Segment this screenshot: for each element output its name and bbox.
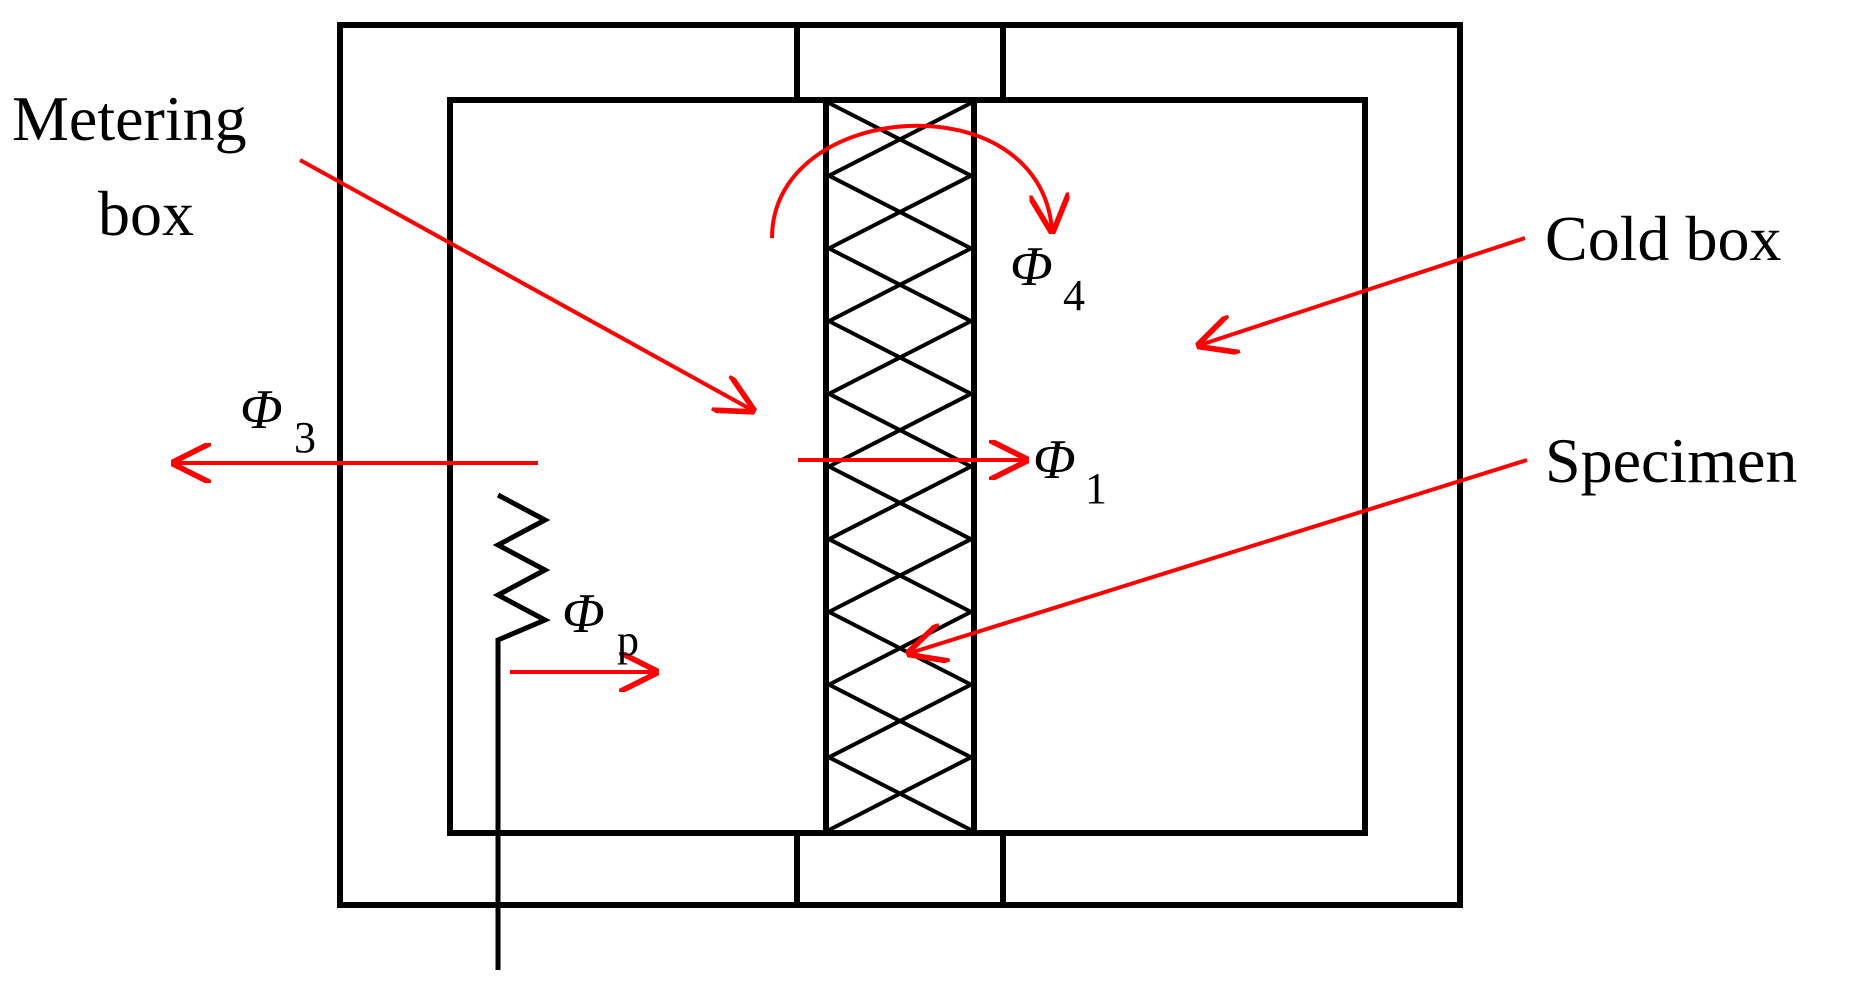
flux-arrows xyxy=(175,123,1528,672)
phi4-curved-arrow xyxy=(770,123,1052,239)
cold-box-label: Cold box xyxy=(1545,203,1781,274)
specimen-label: Specimen xyxy=(1545,425,1797,496)
phi3-subscript: 3 xyxy=(294,413,316,462)
phip-symbol: Φ xyxy=(562,583,605,645)
metering-box-pointer-arrow xyxy=(299,158,752,410)
specimen-hatch xyxy=(828,101,972,832)
phi1-subscript: 1 xyxy=(1085,464,1107,513)
specimen-pointer-arrow xyxy=(910,458,1528,653)
metering-box-label-line2: box xyxy=(98,178,194,249)
phi4-subscript: 4 xyxy=(1063,271,1085,320)
metering-box-label-line1: Metering xyxy=(12,83,247,154)
phi4-label: Φ 4 xyxy=(1010,236,1085,320)
phi1-label: Φ 1 xyxy=(1033,429,1107,513)
bottom-frame-block xyxy=(794,833,1006,905)
phip-label: Φ p xyxy=(562,583,639,665)
cold-box-pointer-arrow xyxy=(1200,236,1526,345)
phi3-symbol: Φ xyxy=(240,379,283,441)
specimen-panel xyxy=(823,97,977,836)
phi4-symbol: Φ xyxy=(1010,236,1053,298)
phi1-symbol: Φ xyxy=(1033,429,1076,491)
phi3-label: Φ 3 xyxy=(240,379,316,462)
top-frame-block xyxy=(794,25,1006,100)
phip-subscript: p xyxy=(617,616,639,665)
heater-coil xyxy=(492,492,551,970)
